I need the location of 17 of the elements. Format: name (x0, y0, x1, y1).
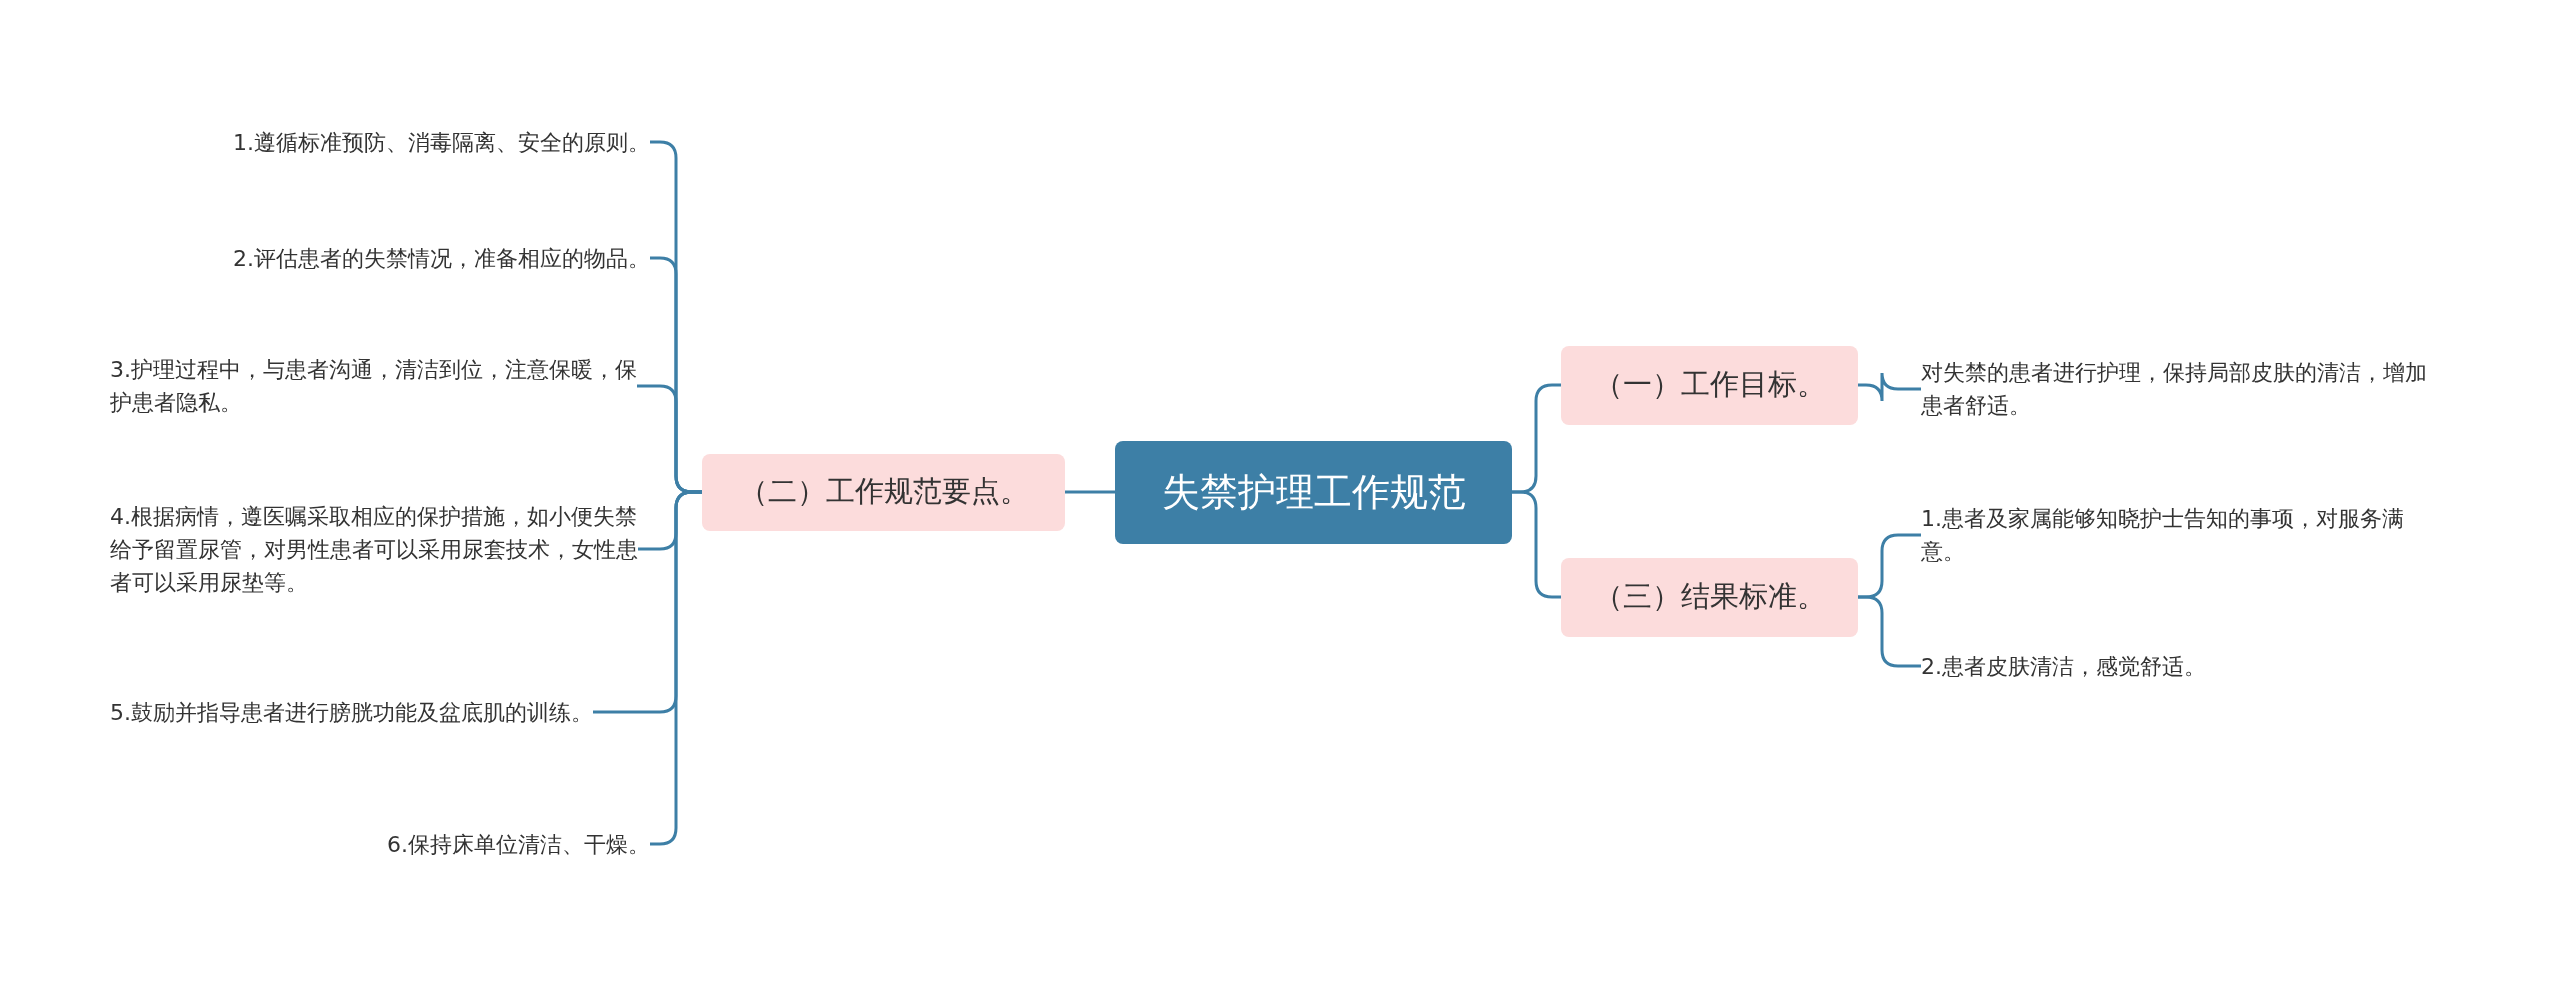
connector-line (1512, 490, 1561, 599)
connector-line (1065, 490, 1115, 494)
topic-text: 6.保持床单位清洁、干燥。 (100, 827, 650, 861)
connector-line (1858, 595, 1921, 668)
topic-text: 对失禁的患者进行护理，保持局部皮肤的清洁，增加患者舒适。 (1921, 356, 2441, 422)
central-topic-box: 失禁护理工作规范 (1115, 440, 1512, 544)
topic-text: 3.护理过程中，与患者沟通，清洁到位，注意保暖，保护患者隐私。 (110, 353, 650, 419)
connector-line (1858, 371, 1921, 403)
topic-box: （一）工作目标。 (1561, 345, 1858, 425)
topic-text: 2.评估患者的失禁情况，准备相应的物品。 (100, 241, 650, 275)
topic-text: 1.患者及家属能够知晓护士告知的事项，对服务满意。 (1921, 502, 2441, 568)
topic-box: （二）工作规范要点。 (702, 453, 1065, 531)
topic-text: 5.鼓励并指导患者进行膀胱功能及盆底肌的训练。 (110, 695, 650, 729)
topic-text: 4.根据病情，遵医嘱采取相应的保护措施，如小便失禁给予留置尿管，对男性患者可以采用尿套技术，女性患者可以采用尿垫等。 (110, 499, 650, 599)
topic-text: 2.患者皮肤清洁，感觉舒适。 (1921, 649, 2441, 683)
topic-box: （三）结果标准。 (1561, 557, 1858, 637)
topic-text: 1.遵循标准预防、消毒隔离、安全的原则。 (100, 125, 650, 159)
